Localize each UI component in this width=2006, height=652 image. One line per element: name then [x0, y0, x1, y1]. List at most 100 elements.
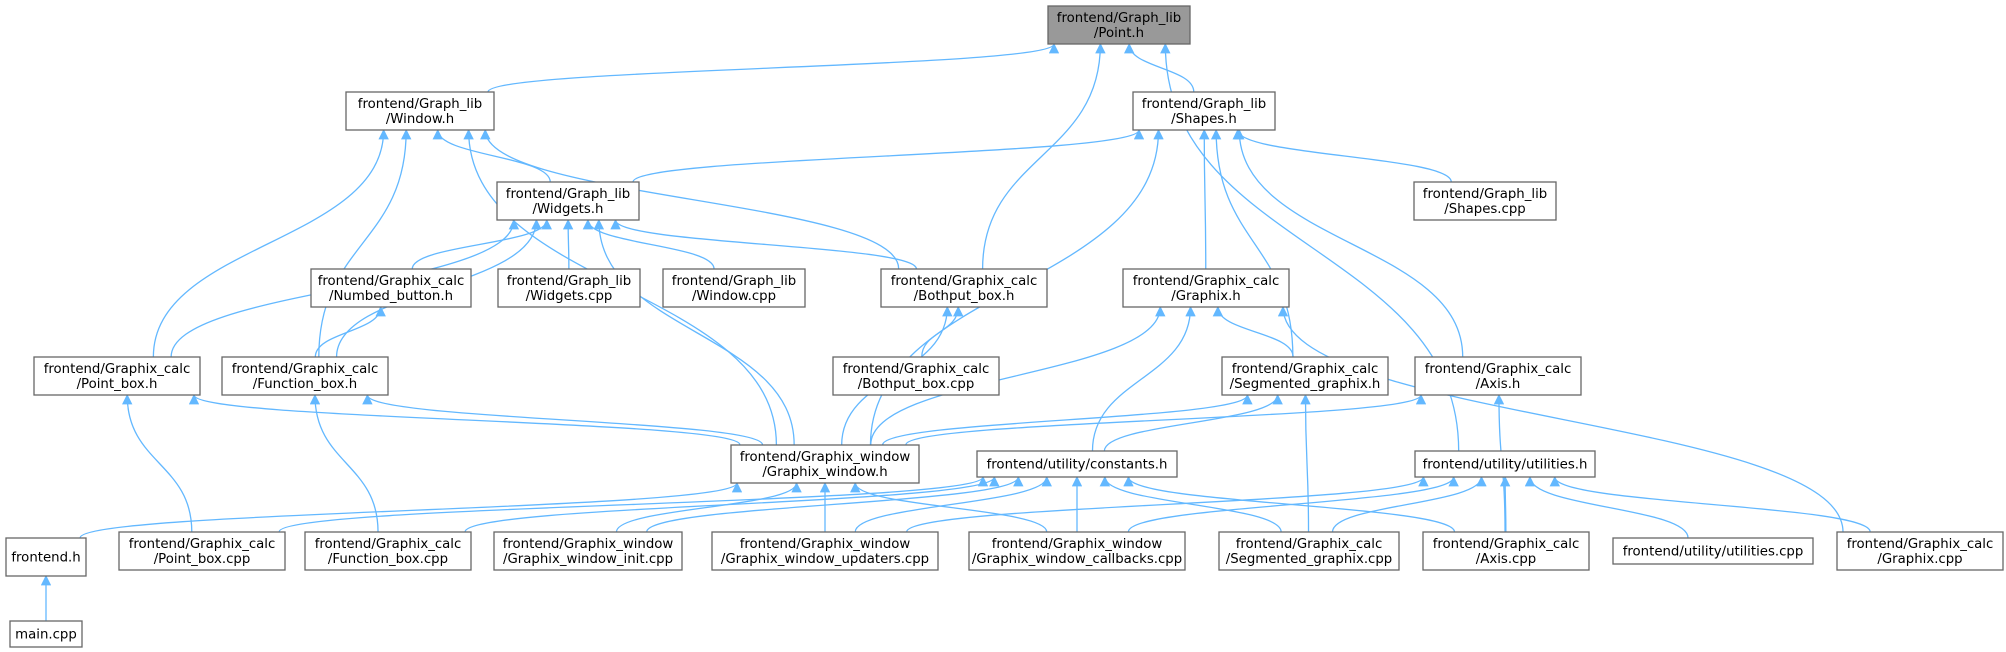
node-main-cpp[interactable]: main.cpp [9, 620, 83, 648]
edge-graphix_window_h-to-point_box_h [189, 393, 741, 446]
edge-bothput_box_h-to-window_h [480, 128, 900, 270]
node-label: frontend/Graphix_calc [1433, 537, 1580, 552]
node-box [118, 531, 286, 571]
edge-function_box_h-to-window_h [318, 128, 412, 358]
node-box [493, 531, 683, 571]
node-box [345, 91, 495, 131]
node-window-h[interactable]: frontend/Graph_lib/Window.h [345, 91, 495, 131]
node-label: /Point_box.h [77, 377, 158, 392]
node-window-cpp[interactable]: frontend/Graph_lib/Window.cpp [662, 268, 806, 308]
node-label: frontend/Graphix_calc [44, 362, 191, 377]
node-label: frontend/Graphix_calc [843, 362, 990, 377]
node-shapes-cpp[interactable]: frontend/Graph_lib/Shapes.cpp [1413, 181, 1557, 221]
node-box [662, 268, 806, 308]
node-label: frontend/Graphix_calc [232, 362, 379, 377]
node-bothput-box-h[interactable]: frontend/Graphix_calc/Bothput_box.h [880, 268, 1048, 308]
node-box [5, 537, 87, 577]
node-label: frontend/Graphix_calc [315, 537, 462, 552]
edge-function_box_cpp-to-constants_h [464, 475, 1000, 533]
edge-graphix_cpp-to-utilities_h [1549, 475, 1871, 533]
node-graphix-h[interactable]: frontend/Graphix_calc/Graphix.h [1122, 268, 1290, 308]
node-bothput-box-cpp[interactable]: frontend/Graphix_calc/Bothput_box.cpp [832, 356, 1000, 396]
edge-window_h-to-point_h [487, 42, 1059, 93]
node-segmented-graphix-cpp[interactable]: frontend/Graphix_calc/Segmented_graphix.… [1218, 531, 1400, 571]
node-graphix-window-callbacks-cpp[interactable]: frontend/Graphix_window/Graphix_window_c… [968, 531, 1186, 571]
edge-constants_h-to-segmented_graphix_h [1103, 393, 1283, 452]
node-label: frontend/Graph_lib [506, 187, 630, 202]
node-label: frontend/Graphix_window [740, 450, 911, 465]
node-box [1414, 450, 1596, 478]
edge-frontend_h-to-graphix_window_h [79, 481, 742, 539]
edge-utilities_cpp-to-utilities_h [1524, 475, 1689, 539]
node-label: /Point.h [1094, 26, 1144, 41]
node-box [730, 444, 920, 484]
edge-graphix_window_h-to-axis_h [905, 393, 1427, 446]
node-label: frontend/Graphix_calc [318, 274, 465, 289]
node-box [880, 268, 1048, 308]
node-point-box-h[interactable]: frontend/Graphix_calc/Point_box.h [33, 356, 201, 396]
node-label: /Function_box.h [253, 377, 357, 392]
node-point-box-cpp[interactable]: frontend/Graphix_calc/Point_box.cpp [118, 531, 286, 571]
edge-widgets_h-to-window_h [432, 128, 551, 183]
node-frontend-h[interactable]: frontend.h [5, 537, 87, 577]
node-box [1218, 531, 1400, 571]
node-label: frontend/Graph_lib [672, 274, 796, 289]
node-label: frontend/Graphix_calc [129, 537, 276, 552]
edge-graphix_window_updaters_cpp-to-constants_h [854, 475, 1052, 533]
node-label: frontend.h [11, 551, 80, 566]
edge-segmented_graphix_h-to-graphix_h [1212, 305, 1294, 358]
node-utilities-h[interactable]: frontend/utility/utilities.h [1414, 450, 1596, 478]
node-box [9, 620, 83, 648]
edge-graphix_window_updaters_cpp-to-utilities_h [905, 475, 1429, 533]
edge-point_box_cpp-to-point_box_h [122, 393, 193, 533]
edge-shapes_cpp-to-shapes_h [1232, 128, 1452, 183]
node-label: frontend/Graphix_calc [891, 274, 1038, 289]
node-label: /Widgets.cpp [526, 289, 613, 304]
node-label: /Graphix_window_callbacks.cpp [972, 552, 1182, 567]
node-shapes-h[interactable]: frontend/Graph_lib/Shapes.h [1132, 91, 1276, 131]
node-label: frontend/Graphix_window [992, 537, 1163, 552]
node-box [976, 450, 1178, 478]
node-function-box-h[interactable]: frontend/Graphix_calc/Function_box.h [221, 356, 389, 396]
node-label: /Bothput_box.h [914, 289, 1015, 304]
node-axis-h[interactable]: frontend/Graphix_calc/Axis.h [1414, 356, 1582, 396]
node-constants-h[interactable]: frontend/utility/constants.h [976, 450, 1178, 478]
node-box [310, 268, 472, 308]
node-graphix-window-init-cpp[interactable]: frontend/Graphix_window/Graphix_window_i… [493, 531, 683, 571]
node-label: /Segmented_graphix.h [1230, 377, 1381, 392]
edge-widgets_h-to-shapes_h [632, 128, 1145, 183]
node-graphix-window-h[interactable]: frontend/Graphix_window/Graphix_window.h [730, 444, 920, 484]
node-label: frontend/Graph_lib [1057, 11, 1181, 26]
node-function-box-cpp[interactable]: frontend/Graphix_calc/Function_box.cpp [304, 531, 472, 571]
node-label: /Graphix_window_updaters.cpp [721, 552, 929, 567]
node-axis-cpp[interactable]: frontend/Graphix_calc/Axis.cpp [1422, 531, 1590, 571]
node-widgets-h[interactable]: frontend/Graph_lib/Widgets.h [496, 181, 640, 221]
node-label: frontend/Graphix_calc [1232, 362, 1379, 377]
edge-function_box_h-to-numbed_button_h [314, 305, 386, 358]
node-label: /Shapes.cpp [1444, 202, 1525, 217]
edge-point_box_h-to-window_h [152, 128, 389, 358]
node-box [711, 531, 939, 571]
node-segmented-graphix-h[interactable]: frontend/Graphix_calc/Segmented_graphix.… [1221, 356, 1389, 396]
edge-graphix_window_init_cpp-to-constants_h [646, 475, 1024, 533]
node-numbed-button-h[interactable]: frontend/Graphix_calc/Numbed_button.h [310, 268, 472, 308]
node-label: frontend/Graphix_calc [1847, 537, 1994, 552]
node-box [1414, 356, 1582, 396]
node-label: /Shapes.h [1171, 112, 1237, 127]
node-label: frontend/utility/utilities.cpp [1623, 545, 1804, 560]
node-box [1422, 531, 1590, 571]
nodes-layer: frontend/Graph_lib/Point.hfrontend/Graph… [5, 5, 2004, 648]
node-graphix-window-updaters-cpp[interactable]: frontend/Graphix_window/Graphix_window_u… [711, 531, 939, 571]
node-box [33, 356, 201, 396]
node-utilities-cpp[interactable]: frontend/utility/utilities.cpp [1612, 537, 1814, 565]
node-point-h[interactable]: frontend/Graph_lib/Point.h [1047, 5, 1191, 45]
node-label: /Graphix_window.h [762, 465, 887, 480]
node-graphix-cpp[interactable]: frontend/Graphix_calc/Graphix.cpp [1836, 531, 2004, 571]
node-widgets-cpp[interactable]: frontend/Graph_lib/Widgets.cpp [497, 268, 641, 308]
node-label: /Window.h [386, 112, 454, 127]
edge-point_box_cpp-to-constants_h [278, 475, 988, 533]
edge-function_box_cpp-to-function_box_h [309, 393, 379, 533]
node-label: /Axis.cpp [1476, 552, 1537, 567]
edge-graphix_window_h-to-widgets_h [593, 218, 795, 446]
node-box [1122, 268, 1290, 308]
